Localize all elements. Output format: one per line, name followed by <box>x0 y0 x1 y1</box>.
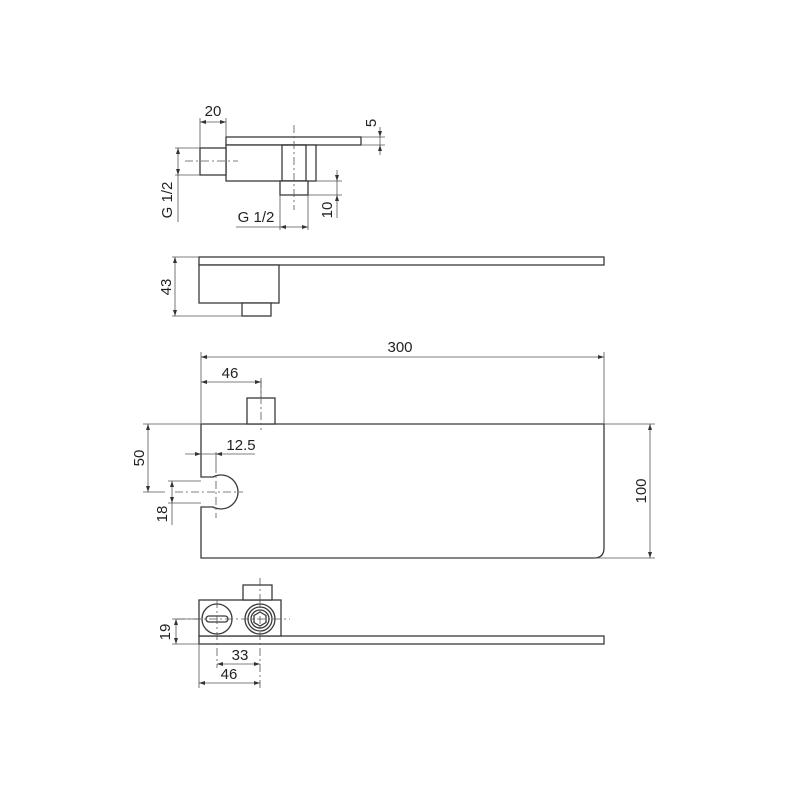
arrow <box>176 169 180 175</box>
dim-label-33: 33 <box>232 647 249 664</box>
arrow <box>335 195 339 201</box>
arrow <box>195 452 201 456</box>
arrow <box>378 131 382 137</box>
arrow <box>174 619 178 625</box>
arrow <box>173 310 177 316</box>
arrow <box>146 424 150 430</box>
dim-label-300: 300 <box>387 339 412 356</box>
arrow <box>173 257 177 263</box>
arrow <box>146 486 150 492</box>
arrow <box>280 225 286 229</box>
dim-label-46-front: 46 <box>222 365 239 382</box>
arrow <box>217 662 223 666</box>
arrow <box>648 552 652 558</box>
top-plate <box>225 136 362 146</box>
dim-label-10: 10 <box>319 202 336 219</box>
arrow <box>378 145 382 151</box>
arrow <box>598 355 604 359</box>
dim-label-g12-bottom: G 1/2 <box>238 209 275 226</box>
side-stub <box>241 302 272 317</box>
dim-label-12-5: 12.5 <box>226 437 255 454</box>
dim-label-18: 18 <box>154 506 171 523</box>
arrow <box>174 638 178 644</box>
arrow <box>648 424 652 430</box>
arrow <box>302 225 308 229</box>
arrow <box>255 380 261 384</box>
arrow <box>199 681 205 685</box>
arrow <box>216 452 222 456</box>
arrow <box>220 120 226 124</box>
arrow <box>170 481 174 487</box>
arrow <box>201 355 207 359</box>
side-view: 43 <box>158 256 605 317</box>
side-plate <box>198 256 605 266</box>
dim-label-20: 20 <box>205 103 222 120</box>
side-nozzle <box>199 147 227 176</box>
top-body <box>225 144 317 182</box>
end-view: 19 33 46 <box>157 578 605 688</box>
arrow <box>254 662 260 666</box>
dim-label-g12-side: G 1/2 <box>159 182 176 219</box>
front-plate <box>200 423 605 559</box>
end-plate <box>198 635 605 645</box>
top-view: 20 5 G 1/2 G 1/2 10 <box>159 103 385 230</box>
arrow <box>254 681 260 685</box>
arrow <box>176 148 180 154</box>
side-body <box>198 264 280 304</box>
dim-label-100: 100 <box>633 478 650 503</box>
dim-label-43: 43 <box>158 279 175 296</box>
arrow <box>201 380 207 384</box>
dim-label-5: 5 <box>363 119 380 127</box>
dim-label-19: 19 <box>157 624 174 641</box>
hex-socket-icon <box>253 611 267 627</box>
arrow <box>335 175 339 181</box>
dim-label-46-end: 46 <box>221 666 238 683</box>
dim-label-50: 50 <box>131 450 148 467</box>
arrow <box>170 497 174 503</box>
front-view: 300 46 12.5 50 18 100 <box>131 339 655 559</box>
end-stub <box>242 584 273 601</box>
arrow <box>200 120 206 124</box>
